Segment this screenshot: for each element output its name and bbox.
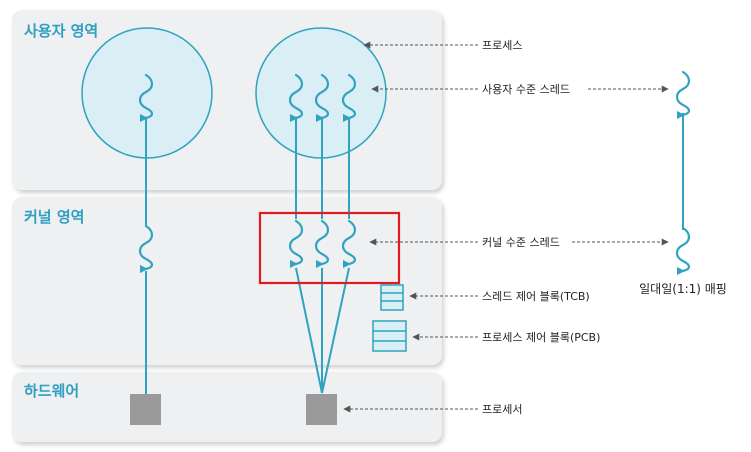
user-thread-icon xyxy=(288,73,304,122)
hardware-title: 하드웨어 xyxy=(24,382,79,400)
kernel-thread-icon xyxy=(341,219,357,268)
pcb-block-icon xyxy=(372,320,407,352)
processor-right xyxy=(306,394,337,425)
user-space-title: 사용자 영역 xyxy=(24,22,98,40)
kernel-thread-label: 커널 수준 스레드 xyxy=(482,236,560,249)
user-thread-icon xyxy=(138,73,154,122)
kernel-thread-icon xyxy=(314,219,330,268)
processor-left xyxy=(130,394,161,425)
user-thread-icon xyxy=(341,73,357,122)
connector-line xyxy=(321,267,350,394)
connector-line xyxy=(295,267,323,394)
pcb-label: 프로세스 제어 블록(PCB) xyxy=(482,331,600,344)
process-label: 프로세스 xyxy=(482,39,522,52)
kernel-thread-icon xyxy=(288,219,304,268)
mapping-kernel-thread-icon xyxy=(675,226,691,275)
user-thread-label: 사용자 수준 스레드 xyxy=(482,83,570,96)
mapping-user-thread-icon xyxy=(675,70,691,119)
tcb-label: 스레드 제어 블록(TCB) xyxy=(482,290,590,303)
kernel-thread-icon xyxy=(138,224,154,273)
kernel-space-panel xyxy=(12,197,442,365)
mapping-label: 일대일(1:1) 매핑 xyxy=(639,282,727,296)
user-thread-icon xyxy=(314,73,330,122)
kernel-thread-highlight xyxy=(258,211,401,285)
kernel-space-title: 커널 영역 xyxy=(24,208,84,226)
tcb-block-icon xyxy=(380,284,404,311)
processor-label: 프로세서 xyxy=(482,403,522,416)
